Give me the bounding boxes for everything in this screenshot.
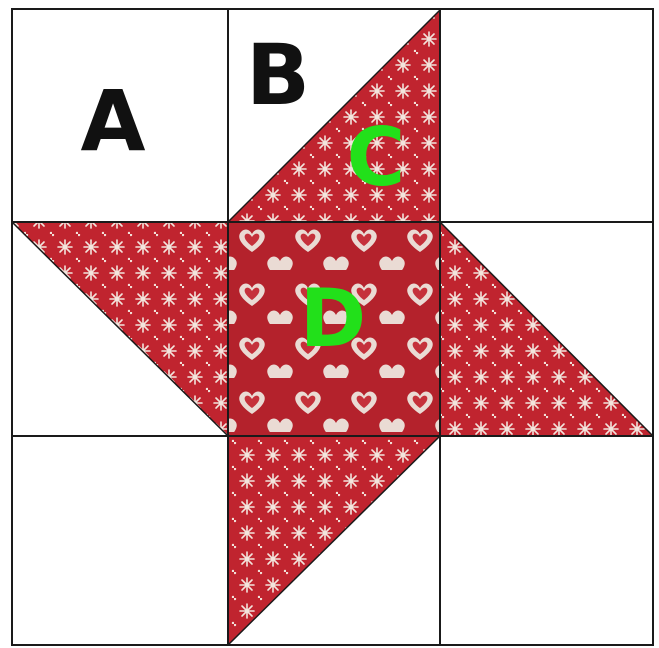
label-b: B xyxy=(246,26,310,124)
label-a: A xyxy=(80,72,145,170)
label-d: D xyxy=(300,272,366,365)
label-c: C xyxy=(347,111,406,204)
